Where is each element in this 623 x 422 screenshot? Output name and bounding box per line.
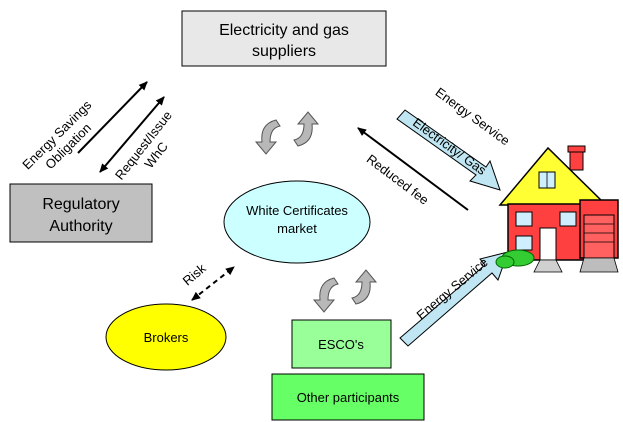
suppliers-label-line2: suppliers [252, 43, 316, 60]
market-node: White Certificates market [223, 180, 371, 264]
regulator-node: Regulatory Authority [9, 183, 153, 243]
suppliers-label-line1: Electricity and gas [219, 22, 349, 39]
market-label-line1: White Certificates [246, 203, 348, 218]
regulator-label-line1: Regulatory [42, 196, 119, 213]
request-issue-label: Request/Issue WhC [112, 108, 175, 183]
other-participants-label: Other participants [297, 390, 400, 405]
energy-service-bottom-label: Energy Service [414, 254, 491, 322]
brokers-node: Brokers [105, 303, 227, 371]
energy-service-top-arrow [396, 109, 501, 191]
risk-label: Risk [180, 260, 209, 288]
escos-node: ESCO's [291, 319, 392, 369]
obligation-label: Energy Savings Obligation [19, 97, 94, 172]
market-label-line2: market [277, 221, 317, 236]
suppliers-node: Electricity and gas suppliers [181, 10, 387, 67]
request-issue-arrow [99, 96, 165, 173]
energy-service-bottom-arrow [399, 251, 509, 347]
cycle-arrows-icon-top [254, 111, 320, 155]
cycle-arrows-icon-bottom [312, 269, 378, 313]
brokers-label: Brokers [144, 330, 189, 345]
reduced-fee-arrow [357, 127, 469, 211]
escos-label: ESCO's [318, 337, 364, 352]
reduced-fee-label: Reduced fee [364, 151, 432, 207]
regulator-label-line2: Authority [49, 218, 112, 235]
other-participants-node: Other participants [271, 373, 425, 421]
house-icon [495, 145, 619, 273]
